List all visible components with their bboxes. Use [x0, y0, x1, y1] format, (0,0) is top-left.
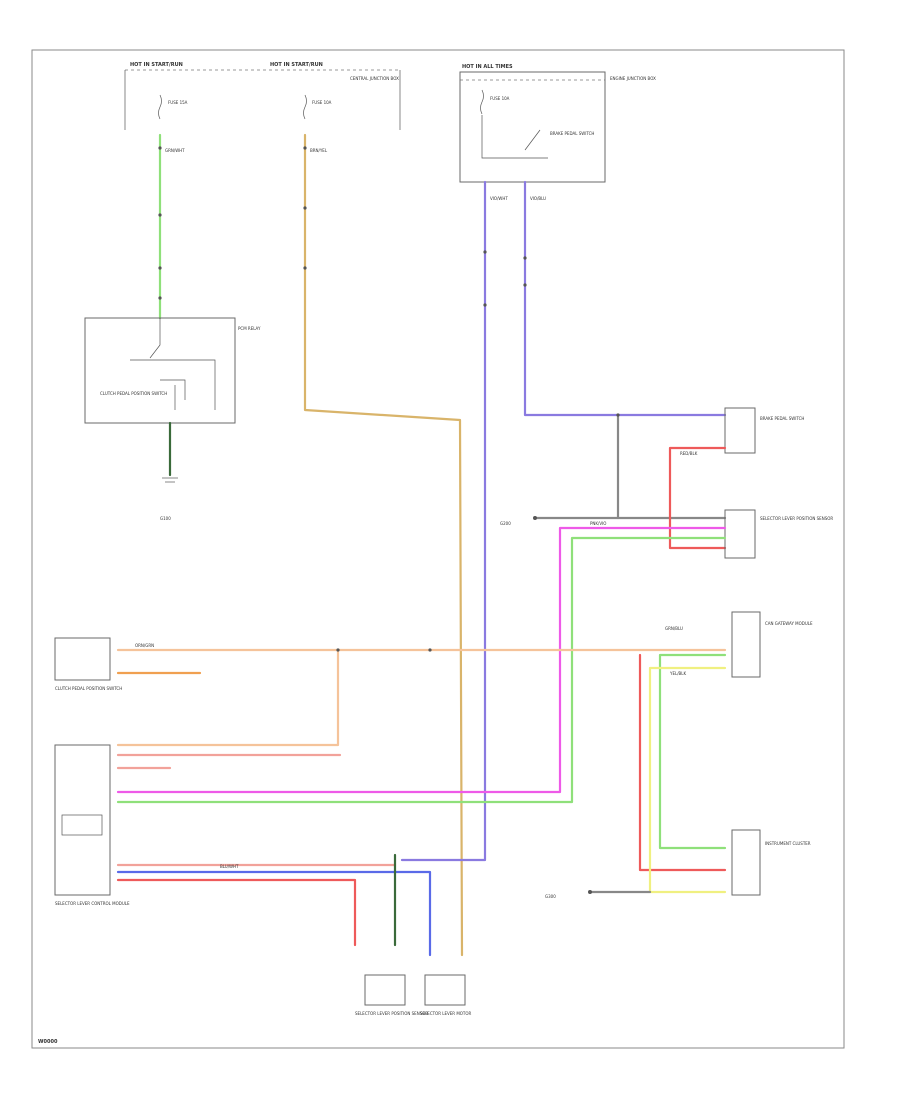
selector-switch-label: SELECTOR LEVER POSITION SENSOR [760, 516, 833, 521]
wire-orange: ORN/GRN [116, 643, 727, 747]
wire-orange-label: ORN/GRN [135, 643, 154, 648]
wire-tan: BRN/YEL [303, 133, 464, 957]
instrument-cluster-label: INSTRUMENT CLUSTER [765, 841, 811, 846]
engine-junction-label: ENGINE JUNCTION BOX [610, 76, 656, 81]
wire-magenta: PNK/VIO [116, 521, 727, 794]
wire-green-label: GRN/WHT [165, 148, 185, 153]
can-gateway-module: CAN GATEWAY MODULE [731, 611, 813, 678]
fuse-3-label: FUSE 10A [490, 96, 510, 101]
tcm-box: SELECTOR LEVER CONTROL MODULE [54, 744, 130, 906]
wire-lightgreen: GRN/BLU [116, 536, 727, 850]
wire-red: RED/BLK [638, 446, 727, 872]
diagram-code: W0000 [38, 1039, 58, 1045]
wire-lightgreen-label: GRN/BLU [665, 626, 683, 631]
wire-blue-label: BLU/WHT [220, 864, 239, 869]
hot-all-label: HOT IN ALL TIMES [462, 64, 513, 70]
wire-purple2-label: VIO/BLU [530, 196, 546, 201]
diagram-frame [31, 49, 845, 1049]
hot-run-bus-left: HOT IN START/RUN HOT IN START/RUN CENTRA… [124, 62, 401, 130]
clutch-module-label: CLUTCH PEDAL POSITION SWITCH [55, 686, 122, 691]
central-junction-label: CENTRAL JUNCTION BOX [350, 76, 399, 81]
clutch-position-module: CLUTCH PEDAL POSITION SWITCH [54, 637, 122, 691]
tcm-label: SELECTOR LEVER CONTROL MODULE [55, 901, 130, 906]
wire-purple: VIO/WHT VIO/BLU [400, 180, 727, 862]
engine-junction-box: HOT IN ALL TIMES ENGINE JUNCTION BOX FUS… [459, 64, 656, 183]
wire-red-label: RED/BLK [680, 451, 698, 456]
brake-switch-top-label: BRAKE PEDAL SWITCH [550, 131, 594, 136]
fuse-2-label: FUSE 10A [312, 100, 332, 105]
sensor-right-label: SELECTOR LEVER MOTOR [420, 1011, 472, 1016]
ground-left: G100 [160, 421, 178, 521]
wire-green: GRN/WHT [158, 133, 185, 320]
fuse-2: FUSE 10A [303, 94, 332, 120]
sensor-right-box: SELECTOR LEVER MOTOR [420, 974, 472, 1016]
pcm-relay-box: PCM RELAY CLUTCH PEDAL POSITION SWITCH [84, 317, 261, 424]
ground-mid-label: G200 [500, 521, 511, 526]
hot-run-label-2: HOT IN START/RUN [270, 62, 323, 68]
can-module-label: CAN GATEWAY MODULE [765, 621, 813, 626]
instrument-cluster: INSTRUMENT CLUSTER G300 [545, 829, 811, 899]
fuse-1-label: FUSE 15A [168, 100, 188, 105]
wire-blue: BLU/WHT [116, 864, 432, 957]
wire-purple-label: VIO/WHT [490, 196, 508, 201]
wire-yellow-label: YEL/BLK [669, 671, 687, 676]
wire-magenta-label: PNK/VIO [590, 521, 606, 526]
fuse-1: FUSE 15A [158, 94, 188, 120]
brake-switch-box: BRAKE PEDAL SWITCH [724, 407, 804, 454]
wire-gray: G200 [500, 413, 727, 526]
brake-switch-box-label: BRAKE PEDAL SWITCH [760, 416, 804, 421]
sensor-left-box: SELECTOR LEVER POSITION SENSOR [355, 974, 428, 1016]
hot-run-label-1: HOT IN START/RUN [130, 62, 183, 68]
clutch-switch-label: CLUTCH PEDAL POSITION SWITCH [100, 391, 167, 396]
relay-label: PCM RELAY [238, 326, 261, 331]
ground-left-label: G100 [160, 516, 171, 521]
wire-tan-label: BRN/YEL [310, 148, 328, 153]
selector-switch-box: SELECTOR LEVER POSITION SENSOR [724, 509, 833, 559]
wire-yellow: YEL/BLK [648, 666, 727, 894]
ground-bottom-label: G300 [545, 894, 556, 899]
wire-salmon [116, 753, 397, 947]
sensor-left-label: SELECTOR LEVER POSITION SENSOR [355, 1011, 428, 1016]
